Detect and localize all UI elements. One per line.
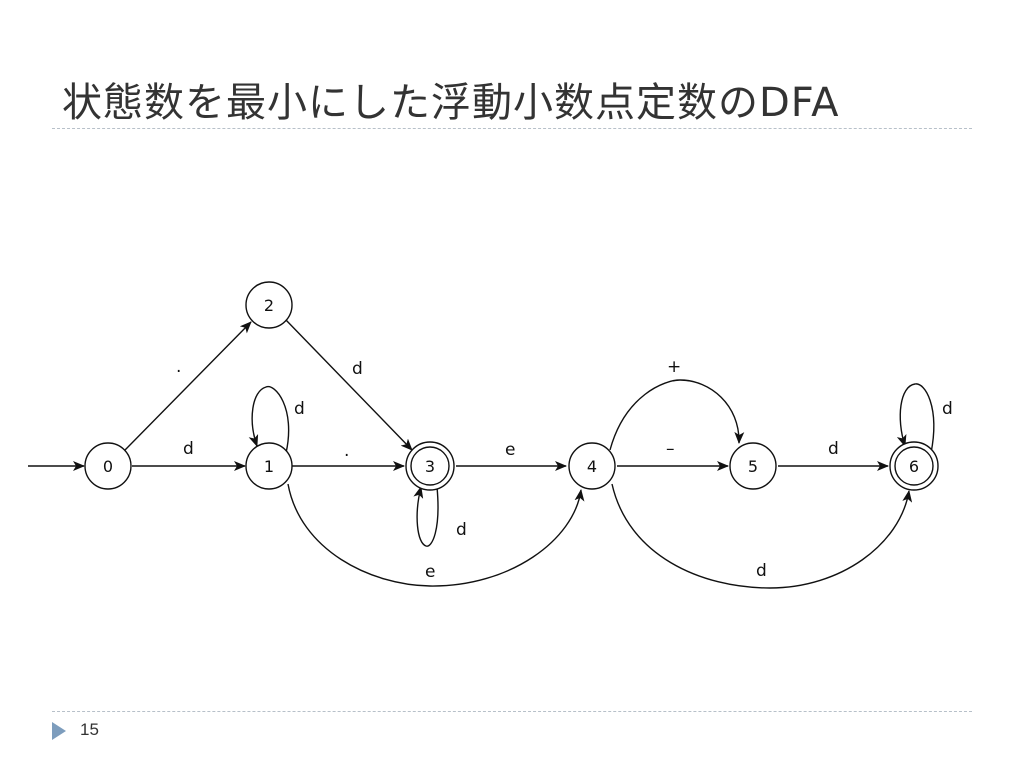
edge-1-to-1-loop: [248, 385, 290, 454]
state-label-1: 1: [264, 457, 274, 476]
state-label-2: 2: [264, 296, 274, 315]
edge-label-1-to-1: d: [294, 399, 305, 419]
edge-4-to-6: [611, 483, 913, 589]
slide-title: 状態数を最小にした浮動小数点定数のDFA: [62, 80, 840, 126]
state-4: 4: [568, 442, 616, 490]
edge-label-4-to-5-minus: –: [666, 439, 675, 459]
state-label-5: 5: [748, 457, 758, 476]
edge-label-0-to-2: .: [176, 357, 181, 377]
state-label-6: 6: [909, 457, 919, 476]
edge-label-1-to-3: .: [344, 441, 349, 461]
state-0: 0: [84, 442, 132, 490]
title-divider: [52, 128, 972, 129]
edge-label-6-to-6: d: [942, 399, 953, 419]
edge-label-5-to-6: d: [828, 439, 839, 459]
edge-label-3-to-4: e: [505, 440, 515, 460]
edge-label-1-to-4: e: [425, 562, 435, 582]
edge-label-0-to-1: d: [183, 439, 194, 459]
edge-label-3-to-3: d: [456, 520, 467, 540]
edge-0-to-2: [124, 321, 252, 451]
triangle-bullet-icon: [52, 722, 66, 740]
state-label-3: 3: [425, 457, 435, 476]
edge-label-2-to-3: d: [352, 359, 363, 379]
state-label-4: 4: [587, 457, 597, 476]
page-number: 15: [80, 720, 99, 739]
state-5: 5: [729, 442, 777, 490]
edge-label-4-to-6: d: [756, 561, 767, 581]
footer-divider: [52, 711, 972, 712]
state-1: 1: [245, 442, 293, 490]
state-label-0: 0: [103, 457, 113, 476]
state-2: 2: [245, 281, 293, 329]
edge-4-to-5-plus: [609, 379, 745, 451]
edge-label-4-to-5-plus: +: [667, 357, 681, 377]
edge-2-to-3: [284, 318, 413, 451]
state-6: 6: [889, 441, 939, 491]
state-3: 3: [405, 441, 455, 491]
edge-6-to-6-loop: [896, 383, 935, 454]
edge-3-to-3-loop: [413, 486, 439, 547]
edge-1-to-4: [287, 483, 585, 587]
